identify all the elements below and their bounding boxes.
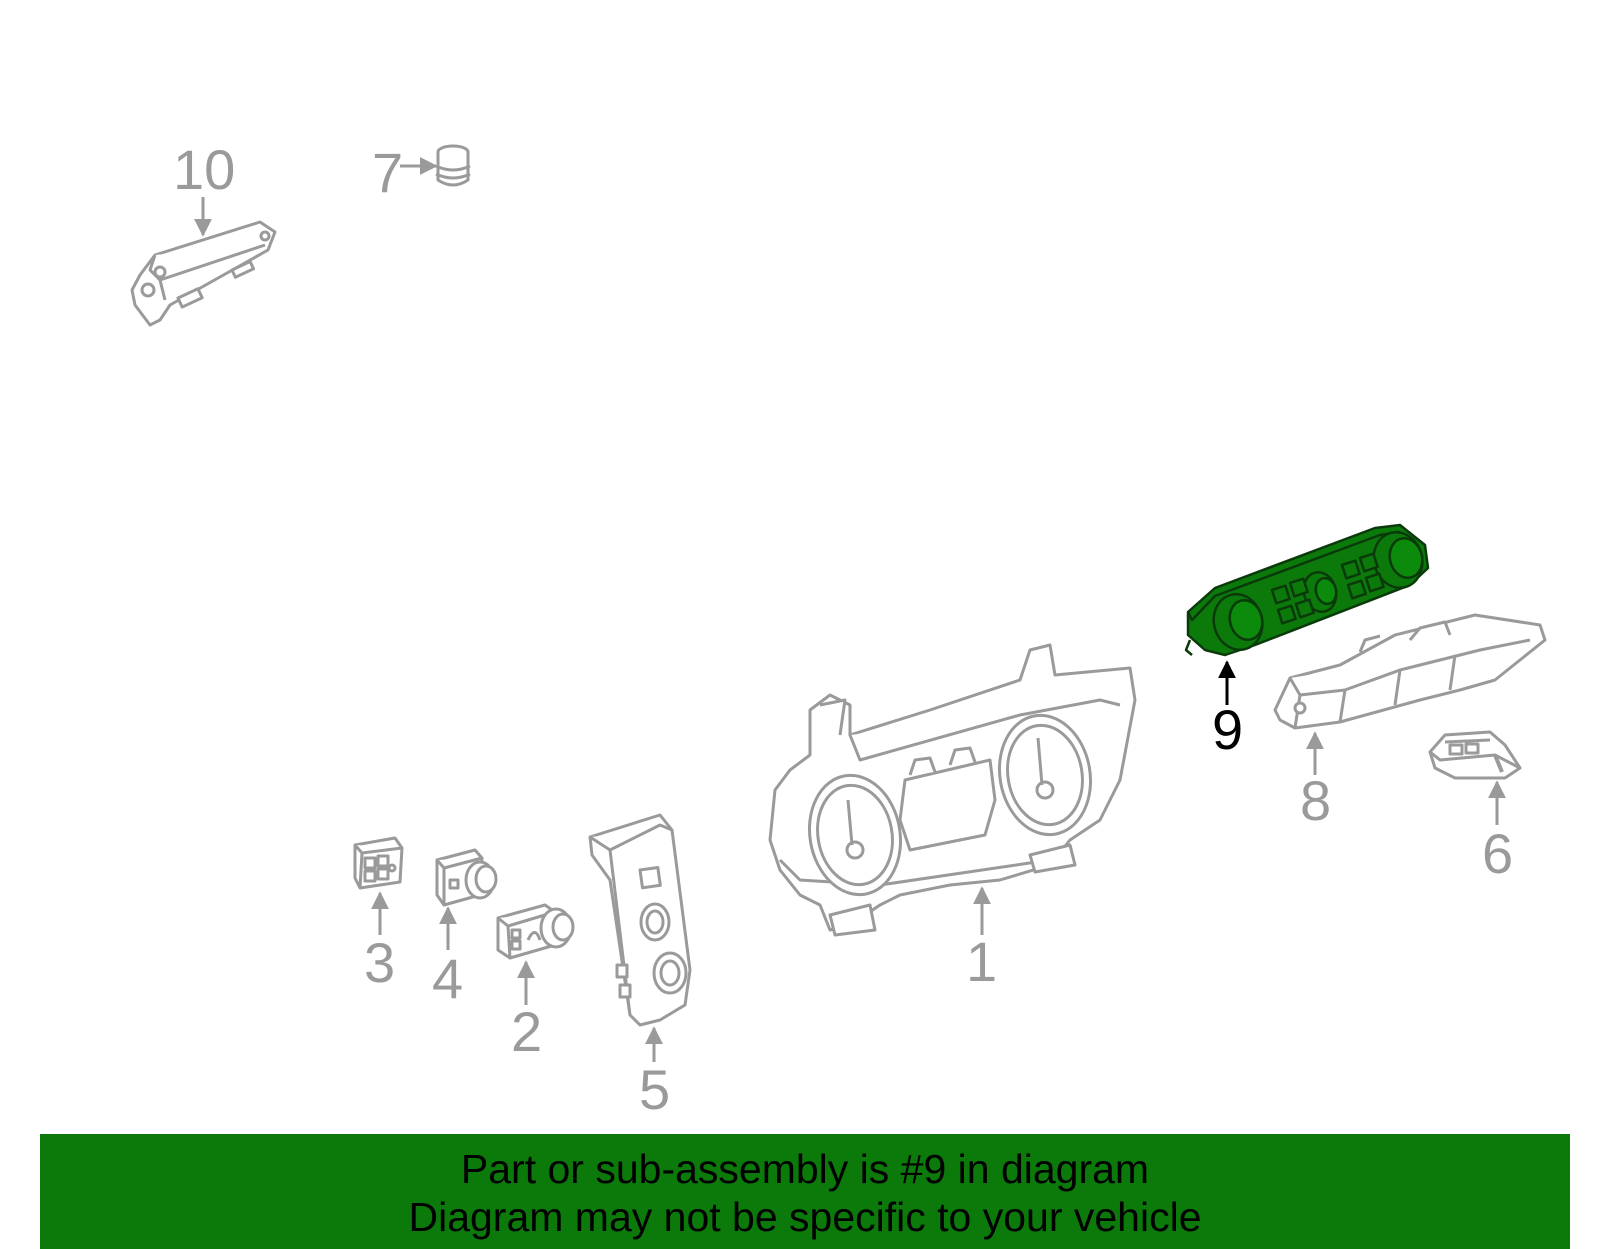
part-5-switch-panel	[588, 813, 692, 1027]
part-2-switch	[496, 903, 575, 960]
part-6-switch	[1428, 730, 1522, 780]
callout-10: 10	[173, 138, 236, 201]
callout-4: 4	[432, 947, 464, 1010]
callout-1: 1	[966, 930, 998, 993]
part-3-switch	[353, 836, 404, 890]
banner-line-1: Part or sub-assembly is #9 in diagram	[460, 1146, 1150, 1192]
banner-line-2: Diagram may not be specific to your vehi…	[408, 1194, 1202, 1240]
part-1-instrument-cluster	[768, 643, 1137, 937]
part-9-hvac-control	[1184, 523, 1430, 657]
callout-6: 6	[1482, 822, 1514, 885]
callout-5: 5	[639, 1058, 671, 1121]
callout-8: 8	[1300, 769, 1332, 832]
part-10-module	[130, 220, 277, 327]
part-8-bracket	[1273, 613, 1547, 730]
callout-3: 3	[364, 931, 396, 994]
callout-7: 7	[372, 141, 404, 204]
part-7-knob	[435, 144, 471, 187]
callout-2: 2	[511, 1000, 543, 1063]
part-4-switch	[435, 848, 498, 907]
info-banner: Part or sub-assembly is #9 in diagram Di…	[40, 1134, 1570, 1249]
callout-9: 9	[1212, 698, 1244, 761]
